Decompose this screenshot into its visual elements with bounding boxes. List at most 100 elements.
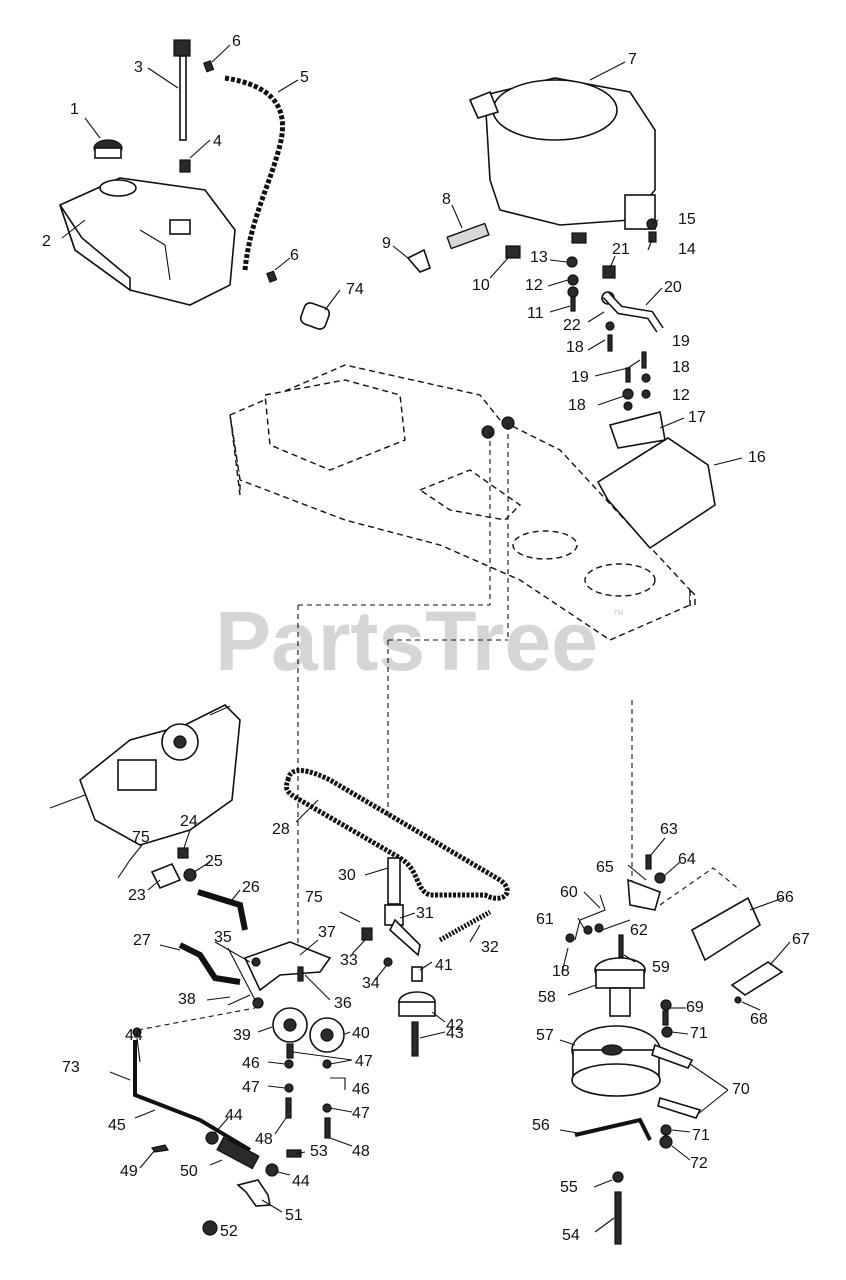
callout-73: 73	[62, 1059, 80, 1076]
callout-labels: 1 2 3 4 5 6 6 7 8 9 10 11 12 12 13 14 15…	[42, 33, 810, 1244]
callout-7: 7	[628, 51, 637, 68]
callout-19a: 19	[672, 333, 690, 350]
leader-lines	[61, 44, 791, 1233]
callout-71a: 71	[690, 1025, 708, 1042]
callout-18a: 18	[566, 339, 584, 356]
chassis-frame	[229, 364, 696, 641]
hose-clip	[203, 60, 278, 283]
callout-71b: 71	[692, 1127, 710, 1144]
callout-15: 15	[678, 211, 696, 228]
engine-spacer	[446, 222, 490, 250]
drive-belt	[284, 768, 510, 901]
exhaust-pipe-inner	[603, 292, 663, 332]
callout-16: 16	[748, 449, 766, 466]
callout-56: 56	[532, 1117, 550, 1134]
callout-44b: 44	[225, 1107, 243, 1124]
callout-13: 13	[530, 249, 548, 266]
callout-23: 23	[128, 887, 146, 904]
callout-35: 35	[214, 929, 232, 946]
callout-47b: 47	[242, 1079, 260, 1096]
callout-54: 54	[562, 1227, 580, 1244]
fuel-dipstick	[173, 39, 191, 141]
callout-30: 30	[338, 867, 356, 884]
callout-74: 74	[346, 281, 364, 298]
fitting	[505, 245, 521, 259]
callout-37: 37	[318, 924, 336, 941]
callout-6: 6	[232, 33, 241, 50]
callout-63: 63	[660, 821, 678, 838]
callout-17: 17	[688, 409, 706, 426]
callout-18d: 18	[552, 963, 570, 980]
callout-26: 26	[242, 879, 260, 896]
callout-67: 67	[792, 931, 810, 948]
callout-52: 52	[220, 1223, 238, 1240]
fuel-hose	[224, 75, 286, 271]
heat-shield	[596, 411, 716, 550]
callout-20: 20	[664, 279, 682, 296]
callout-11: 11	[527, 305, 544, 322]
callout-22: 22	[563, 317, 581, 334]
callout-44c: 44	[292, 1173, 310, 1190]
callout-8: 8	[442, 191, 451, 208]
callout-61: 61	[536, 911, 554, 928]
fuel-tank	[59, 177, 236, 306]
callout-41: 41	[435, 957, 453, 974]
callout-21: 21	[612, 241, 630, 258]
callout-2: 2	[42, 233, 51, 250]
callout-49: 49	[120, 1163, 138, 1180]
callout-62: 62	[630, 922, 648, 939]
callout-38: 38	[178, 991, 196, 1008]
callout-33: 33	[340, 952, 358, 969]
callout-31: 31	[416, 905, 434, 922]
callout-47a: 47	[355, 1053, 373, 1070]
callout-40: 40	[352, 1025, 370, 1042]
callout-18c: 18	[568, 397, 586, 414]
callout-12b: 12	[672, 387, 690, 404]
callout-18b: 18	[672, 359, 690, 376]
callout-12: 12	[525, 277, 543, 294]
callout-24: 24	[180, 813, 198, 830]
callout-1: 1	[70, 101, 79, 118]
callout-9: 9	[382, 235, 391, 252]
callout-45: 45	[108, 1117, 126, 1134]
callout-4: 4	[213, 133, 222, 150]
callout-48b: 48	[352, 1143, 370, 1160]
callout-59: 59	[652, 959, 670, 976]
fuel-cap	[93, 139, 123, 159]
callout-48a: 48	[255, 1131, 273, 1148]
callout-53: 53	[310, 1143, 328, 1160]
callout-32: 32	[481, 939, 499, 956]
callout-68: 68	[750, 1011, 768, 1028]
callout-72: 72	[690, 1155, 708, 1172]
callout-25: 25	[205, 853, 223, 870]
callout-28: 28	[272, 821, 290, 838]
callout-42: 42	[446, 1017, 464, 1034]
callout-34: 34	[362, 975, 380, 992]
elbow-fitting	[406, 248, 431, 273]
callout-64: 64	[678, 851, 696, 868]
callout-66: 66	[776, 889, 794, 906]
callout-44a: 44	[125, 1027, 143, 1044]
callout-6b: 6	[290, 247, 299, 264]
callout-46b: 46	[352, 1081, 370, 1098]
callout-19b: 19	[571, 369, 589, 386]
callout-46a: 46	[242, 1055, 260, 1072]
callout-75b: 75	[305, 889, 323, 906]
callout-27: 27	[133, 932, 151, 949]
callout-47c: 47	[352, 1105, 370, 1122]
callout-36: 36	[334, 995, 352, 1012]
fuel-filter	[299, 302, 331, 330]
callout-43: 43	[446, 1025, 464, 1042]
callout-69: 69	[686, 999, 704, 1016]
frame-spacer	[481, 425, 495, 439]
watermark-trademark: ™	[613, 609, 624, 621]
callout-51: 51	[285, 1207, 303, 1224]
callout-5: 5	[300, 69, 309, 86]
callout-14: 14	[678, 241, 696, 258]
transaxle	[49, 704, 241, 846]
callout-70: 70	[732, 1081, 750, 1098]
callout-39: 39	[233, 1027, 251, 1044]
callout-75a: 75	[132, 829, 150, 846]
callout-10: 10	[472, 277, 490, 294]
